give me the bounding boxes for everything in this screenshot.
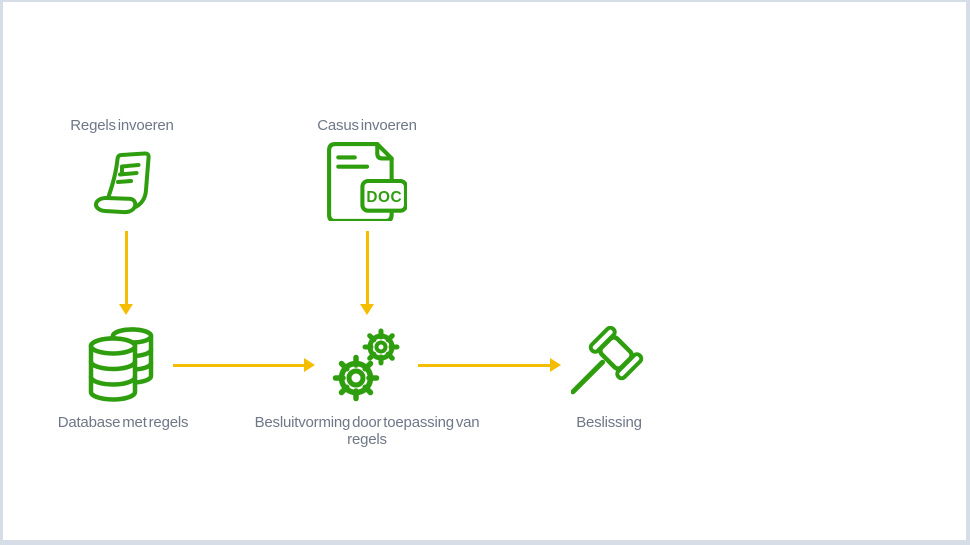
doc-file-icon: DOC [325, 142, 407, 221]
arrow-database-to-besluitvorming [173, 357, 315, 373]
arrow-besluitvorming-to-beslissing [418, 357, 561, 373]
arrow-regels-to-database [118, 231, 134, 315]
scroll-icon [88, 150, 164, 216]
database-icon [86, 324, 158, 406]
label-database-met-regels: Database met regels [57, 414, 189, 431]
label-casus-invoeren: Casus invoeren [317, 117, 417, 134]
arrow-casus-to-besluitvorming [359, 231, 375, 315]
label-besluitvorming: Besluitvorming door toepassing van regel… [254, 414, 480, 448]
label-beslissing: Beslissing [576, 414, 642, 431]
doc-badge-text: DOC [366, 189, 402, 206]
gavel-icon [571, 326, 649, 404]
gears-icon [325, 322, 405, 406]
label-regels-invoeren: Regels invoeren [70, 117, 174, 134]
